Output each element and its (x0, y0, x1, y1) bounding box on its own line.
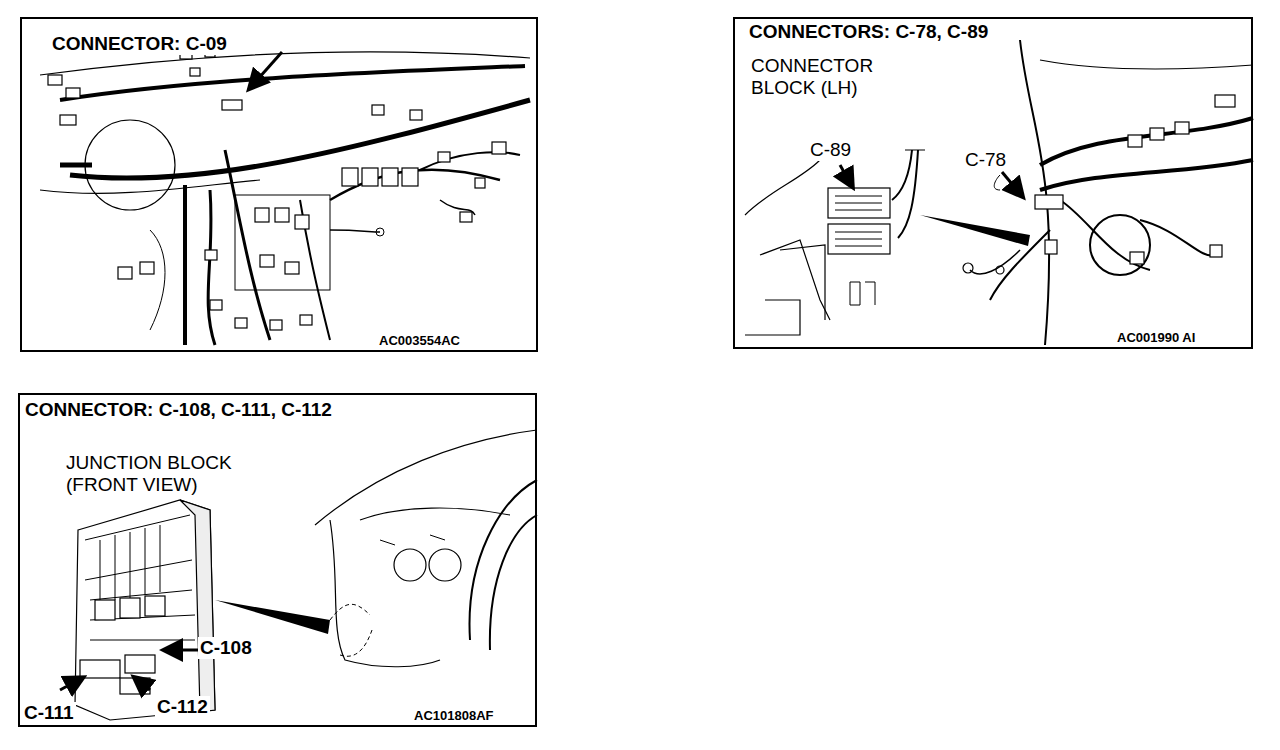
figure-code: AC003554AC (377, 334, 462, 349)
panel-heading-holder: CONNECTORS: C-78, C-89 (747, 21, 990, 43)
panel-heading-holder: CONNECTOR: C-09 (50, 33, 229, 55)
callout-label-holder: C-89 (808, 139, 853, 161)
callout-label: C-108 (198, 637, 254, 659)
callout-label-holder: C-111 (22, 702, 76, 724)
figure-code: AC101808AF (412, 709, 496, 724)
part-name: CONNECTOR BLOCK (LH) (749, 55, 924, 99)
figure-panel: CONNECTORS: C-78, C-89CONNECTOR BLOCK (L… (733, 17, 1253, 349)
panel-heading: CONNECTORS: C-78, C-89 (747, 21, 990, 43)
figure-panel: CONNECTOR: C-09AC003554AC (20, 17, 538, 352)
callout-label: C-78 (963, 149, 1008, 171)
figure-panel: CONNECTOR: C-108, C-111, C-112JUNCTION B… (18, 393, 537, 727)
callout-label-holder: C-108 (198, 637, 254, 659)
callout-label-holder: C-78 (963, 149, 1008, 171)
callout-label-holder: C-112 (155, 696, 210, 718)
figure-code-holder: AC101808AF (412, 706, 496, 724)
figure-code-holder: AC003554AC (377, 331, 462, 349)
panel-heading: CONNECTOR: C-108, C-111, C-112 (23, 399, 334, 421)
figure-code-holder: AC001990 AI (1115, 328, 1197, 346)
part-name-holder: CONNECTOR BLOCK (LH) (749, 55, 924, 99)
callout-label: C-111 (22, 702, 76, 724)
panel-heading-holder: CONNECTOR: C-108, C-111, C-112 (23, 399, 334, 421)
part-name-holder: JUNCTION BLOCK (FRONT VIEW) (64, 452, 284, 496)
figure-code: AC001990 AI (1115, 331, 1197, 346)
callout-label: C-112 (155, 696, 210, 718)
callout-label: C-89 (808, 139, 853, 161)
panel-heading: CONNECTOR: C-09 (50, 33, 229, 55)
part-name: JUNCTION BLOCK (FRONT VIEW) (64, 452, 284, 496)
